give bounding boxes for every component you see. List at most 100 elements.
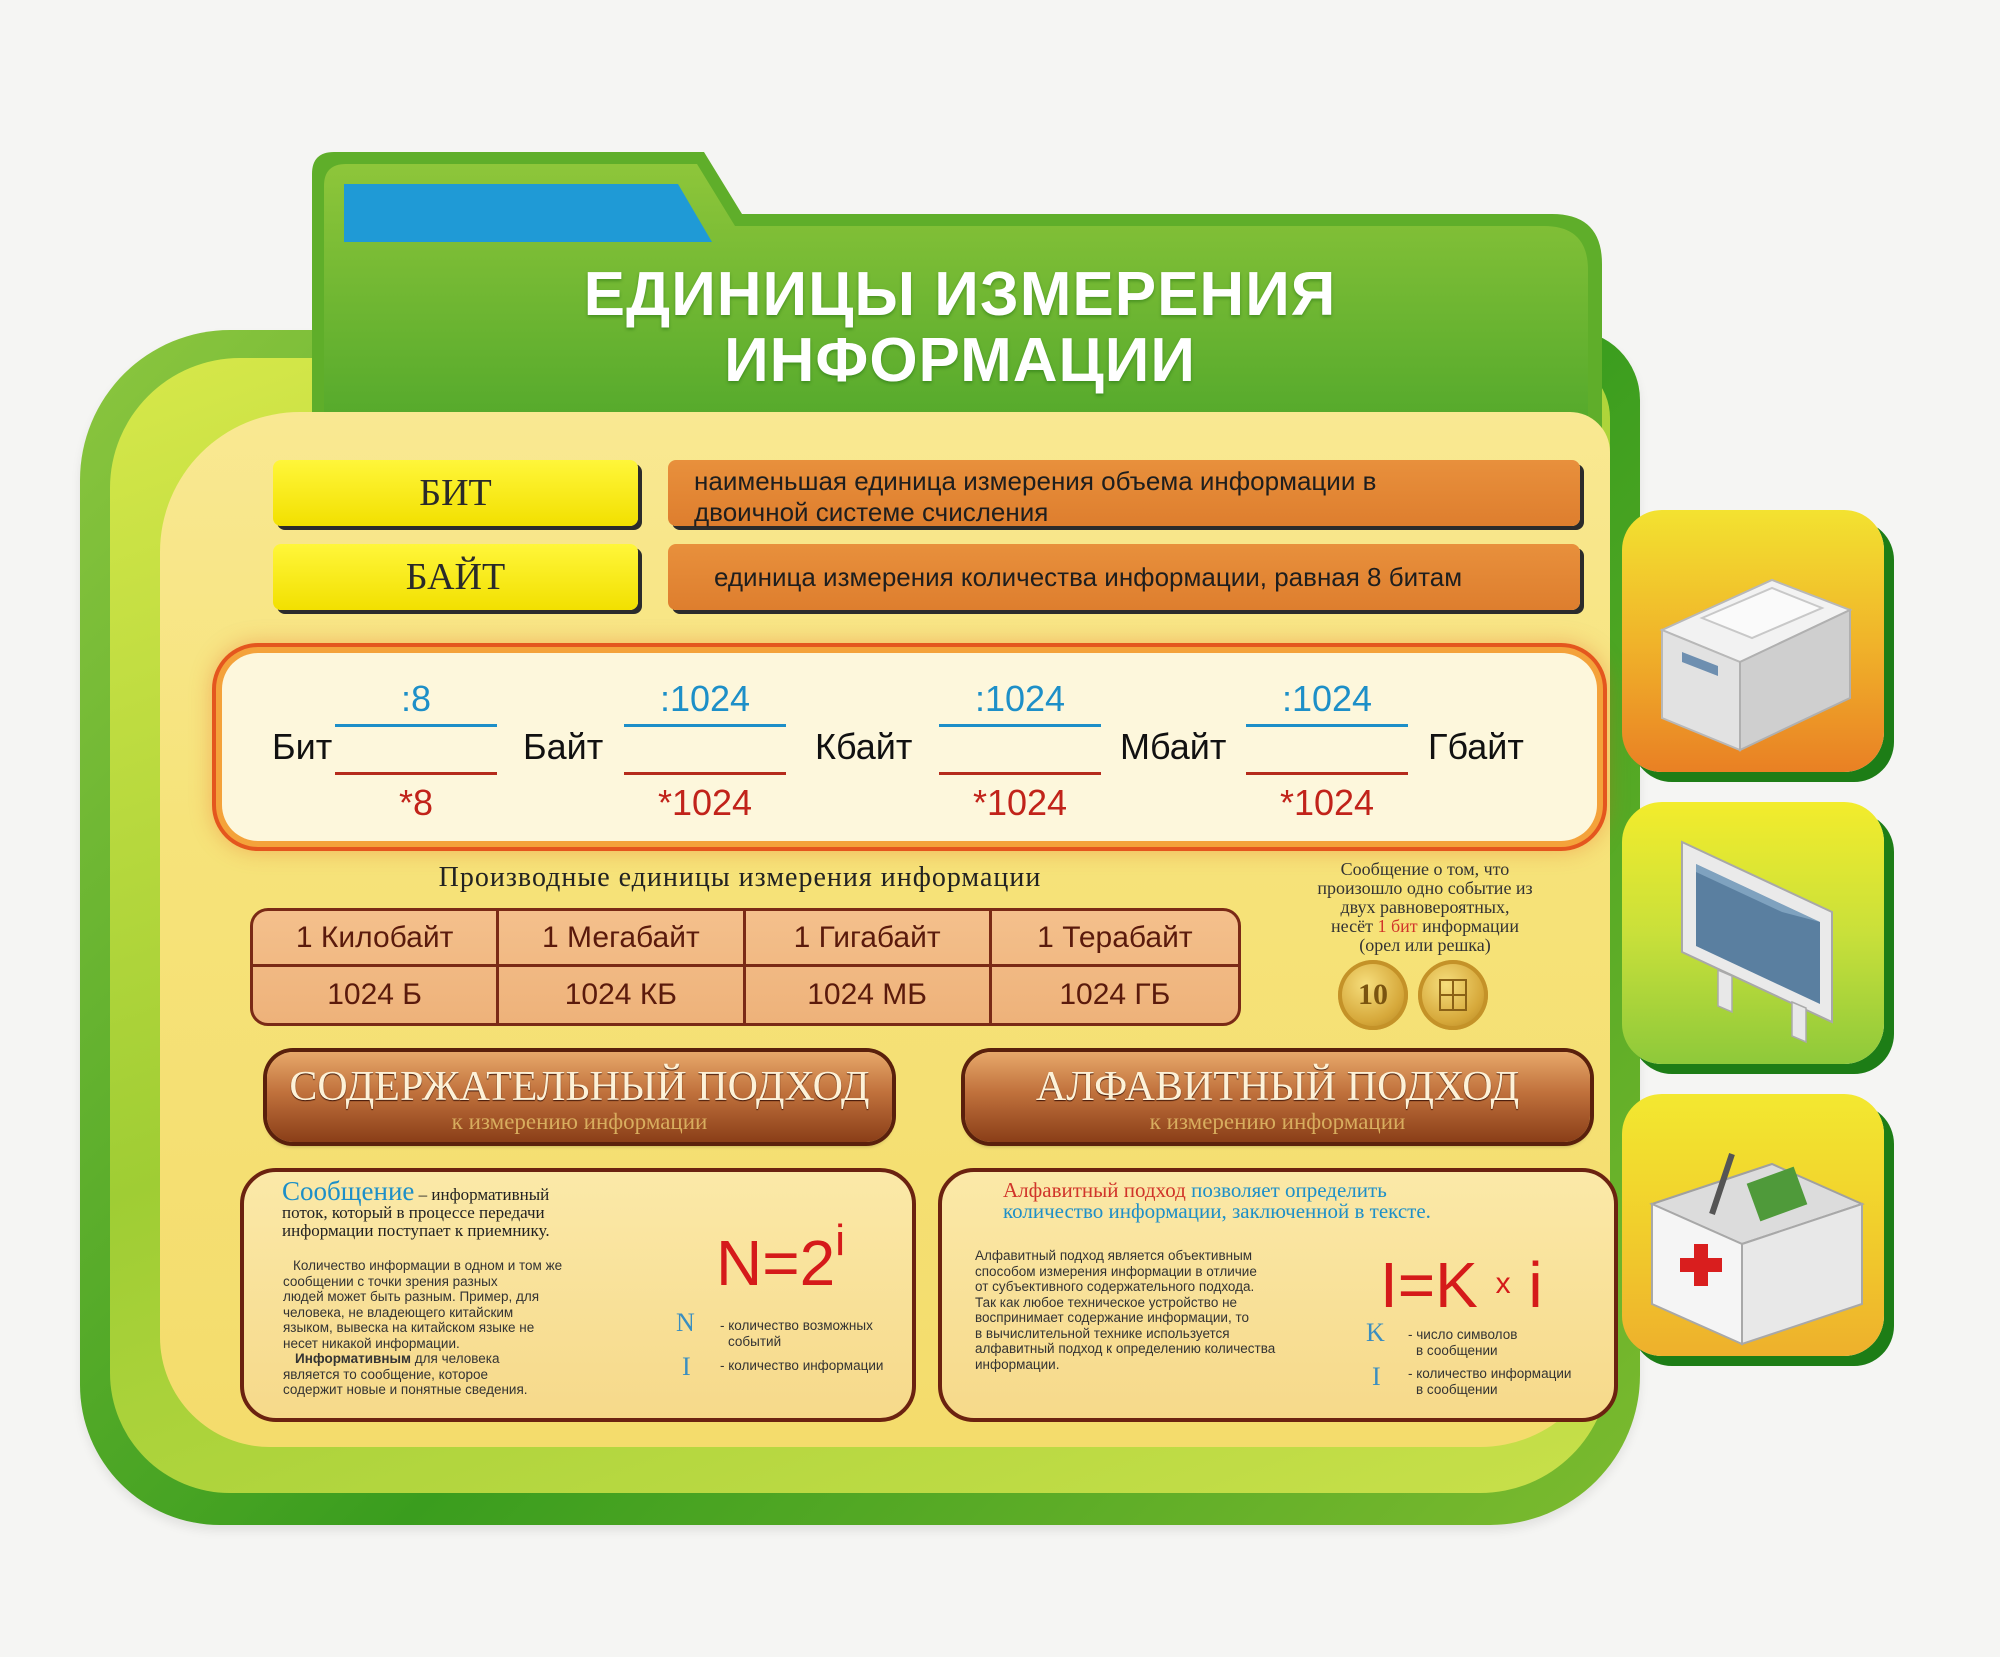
alphabet-approach-body: Алфавитный подход является объективным с…	[975, 1248, 1315, 1372]
table-header-cell: 1 Мегабайт	[499, 911, 746, 967]
legend-symbol-i2: I	[1372, 1362, 1381, 1391]
unit-byte: Байт	[523, 726, 604, 767]
term-bit-def-line2: двоичной системе счисления	[694, 497, 1049, 527]
derived-units-table: 1 Килобайт 1 Мегабайт 1 Гигабайт 1 Тераб…	[250, 908, 1241, 1026]
formula-times: x	[1495, 1267, 1511, 1300]
legend-line: в сообщении	[1416, 1342, 1498, 1358]
divide-op-1: :8	[400, 678, 432, 719]
coin-note-line: Сообщение о том, что	[1340, 859, 1510, 879]
unit-gbyte: Гбайт	[1428, 726, 1524, 767]
formula-right: i	[1528, 1249, 1543, 1321]
body-line: сообщении с точки зрения разных	[283, 1273, 498, 1289]
unit-kbyte: Кбайт	[815, 726, 913, 767]
page-title: ЕДИНИЦЫ ИЗМЕРЕНИЯ ИНФОРМАЦИИ	[470, 262, 1450, 394]
divide-op-3: :1024	[974, 678, 1066, 719]
divide-line-2	[624, 724, 786, 727]
body-after-bold: для человека	[414, 1351, 500, 1366]
alphabet-approach-title: АЛФАВИТНЫЙ ПОДХОД	[1035, 1064, 1520, 1110]
alphabet-approach-panel	[938, 1168, 1618, 1422]
term-byte-label: БАЙТ	[273, 544, 638, 610]
derived-units-title: Производные единицы измерения информации	[438, 862, 1042, 893]
table-header-cell: 1 Килобайт	[253, 911, 500, 967]
table-header-cell: 1 Гигабайт	[745, 911, 992, 967]
body-line: Алфавитный подход является объективным	[975, 1248, 1253, 1263]
unit-mbyte: Мбайт	[1120, 726, 1227, 767]
legend-text-i: - количество информации	[720, 1358, 884, 1373]
coin-note: Сообщение о том, что произошло одно собы…	[1290, 860, 1560, 955]
term-bit-def-line1: наименьшая единица измерения объема инфо…	[694, 466, 1377, 496]
divide-line-3	[939, 724, 1101, 727]
title-line-1: ЕДИНИЦЫ ИЗМЕРЕНИЯ	[583, 260, 1337, 329]
coin-note-pre: несёт	[1331, 916, 1373, 936]
coin-note-line: (орел или решка)	[1359, 935, 1491, 955]
body-line: языком, вывеска на китайском языке не	[283, 1320, 535, 1335]
body-line: Количество информации в одном и том же	[293, 1258, 563, 1273]
table-value-cell: 1024 МБ	[746, 967, 992, 1023]
legend-text-n: - количество возможных событий	[720, 1318, 873, 1349]
red-cross-icon	[1680, 1244, 1722, 1286]
legend-symbol-k: K	[1366, 1318, 1385, 1347]
formula-left: I=K	[1380, 1249, 1478, 1321]
toolbox-tile	[1622, 1094, 1884, 1356]
alphabet-approach-subtitle: к измерению информации	[1149, 1109, 1406, 1134]
alphabet-approach-header: АЛФАВИТНЫЙ ПОДХОД к измерению информации	[965, 1052, 1590, 1142]
alphabet-intro-blue: позволяет определить	[1191, 1178, 1387, 1202]
table-header-cell: 1 Терабайт	[991, 911, 1238, 967]
divide-op-2: :1024	[659, 678, 751, 719]
coin-emblem-icon	[1439, 979, 1467, 1011]
legend-text-k: - число символов в сообщении	[1408, 1327, 1517, 1358]
multiply-op-4: *1024	[1279, 782, 1375, 823]
content-approach-body: Количество информации в одном и том же с…	[283, 1258, 623, 1398]
coin-note-line: произошло одно событие из	[1317, 878, 1533, 898]
term-byte-definition: единица измерения количества информации,…	[668, 544, 1580, 610]
formula-base: N=2	[716, 1227, 836, 1299]
tab-blue-stripe	[344, 184, 712, 242]
multiply-line-1	[335, 772, 497, 775]
legend-line: - число символов	[1408, 1327, 1518, 1342]
monitor-icon	[1681, 840, 1833, 1044]
term-byte-def-line1: единица измерения количества информации,…	[714, 562, 1463, 592]
body-line: людей может быть разным. Пример, для	[283, 1289, 540, 1304]
bold-word: Информативным	[295, 1351, 412, 1366]
folder-tab	[312, 152, 1602, 452]
body-line: человека, не владеющего китайским	[283, 1304, 514, 1320]
body-line: способом измерения информации в отличие	[975, 1263, 1257, 1279]
legend-line: в сообщении	[1416, 1381, 1498, 1397]
multiply-op-3: *1024	[972, 782, 1068, 823]
body-line: Так как любое техническое устройство не	[975, 1294, 1238, 1310]
body-line: является то сообщение, которое	[283, 1366, 489, 1382]
alphabet-intro: Алфавитный подход позволяет определить к…	[1003, 1180, 1593, 1222]
content-approach-title: СОДЕРЖАТЕЛЬНЫЙ ПОДХОД	[289, 1064, 870, 1110]
divide-op-4: :1024	[1281, 678, 1373, 719]
title-line-2: ИНФОРМАЦИИ	[724, 326, 1196, 395]
multiply-op-2: *1024	[657, 782, 753, 823]
divide-line-1	[335, 724, 497, 727]
term-bit-label: БИТ	[273, 460, 638, 526]
toolbox-icon	[1649, 1153, 1865, 1346]
monitor-tile	[1622, 802, 1884, 1064]
coin-note-highlight: 1 бит	[1377, 916, 1418, 936]
formula-i: I=K x i	[1380, 1248, 1543, 1322]
body-line: содержит новые и понятные сведения.	[283, 1382, 528, 1397]
legend-symbol-n: N	[676, 1308, 695, 1337]
printer-tile	[1622, 510, 1884, 772]
table-value-cell: 1024 Б	[253, 967, 500, 1023]
table-value-cell: 1024 КБ	[499, 967, 746, 1023]
body-line: от субъективного содержательного подхода…	[975, 1279, 1255, 1294]
legend-line: - количество возможных	[720, 1318, 873, 1333]
formula-n: N=2i	[716, 1216, 845, 1300]
divide-line-4	[1246, 724, 1408, 727]
body-line: несет никакой информации.	[283, 1335, 460, 1351]
coin-note-post: информации	[1422, 916, 1519, 936]
body-line: Информативным для человека	[283, 1351, 623, 1367]
alphabet-intro-blue: количество информации, заключенной в тек…	[1003, 1199, 1431, 1223]
message-definition: Сообщение – информативный поток, который…	[282, 1178, 662, 1240]
message-def-line: поток, который в процессе передачи	[282, 1203, 545, 1222]
coin-note-line: двух равновероятных,	[1340, 897, 1510, 917]
body-line: воспринимает содержание информации, то	[975, 1310, 1249, 1325]
coin-denomination: 10	[1358, 978, 1388, 1011]
multiply-line-2	[624, 772, 786, 775]
conversion-chain	[222, 653, 1597, 841]
legend-line: событий	[728, 1333, 782, 1349]
message-def-line: информации поступает к приемнику.	[282, 1221, 550, 1240]
